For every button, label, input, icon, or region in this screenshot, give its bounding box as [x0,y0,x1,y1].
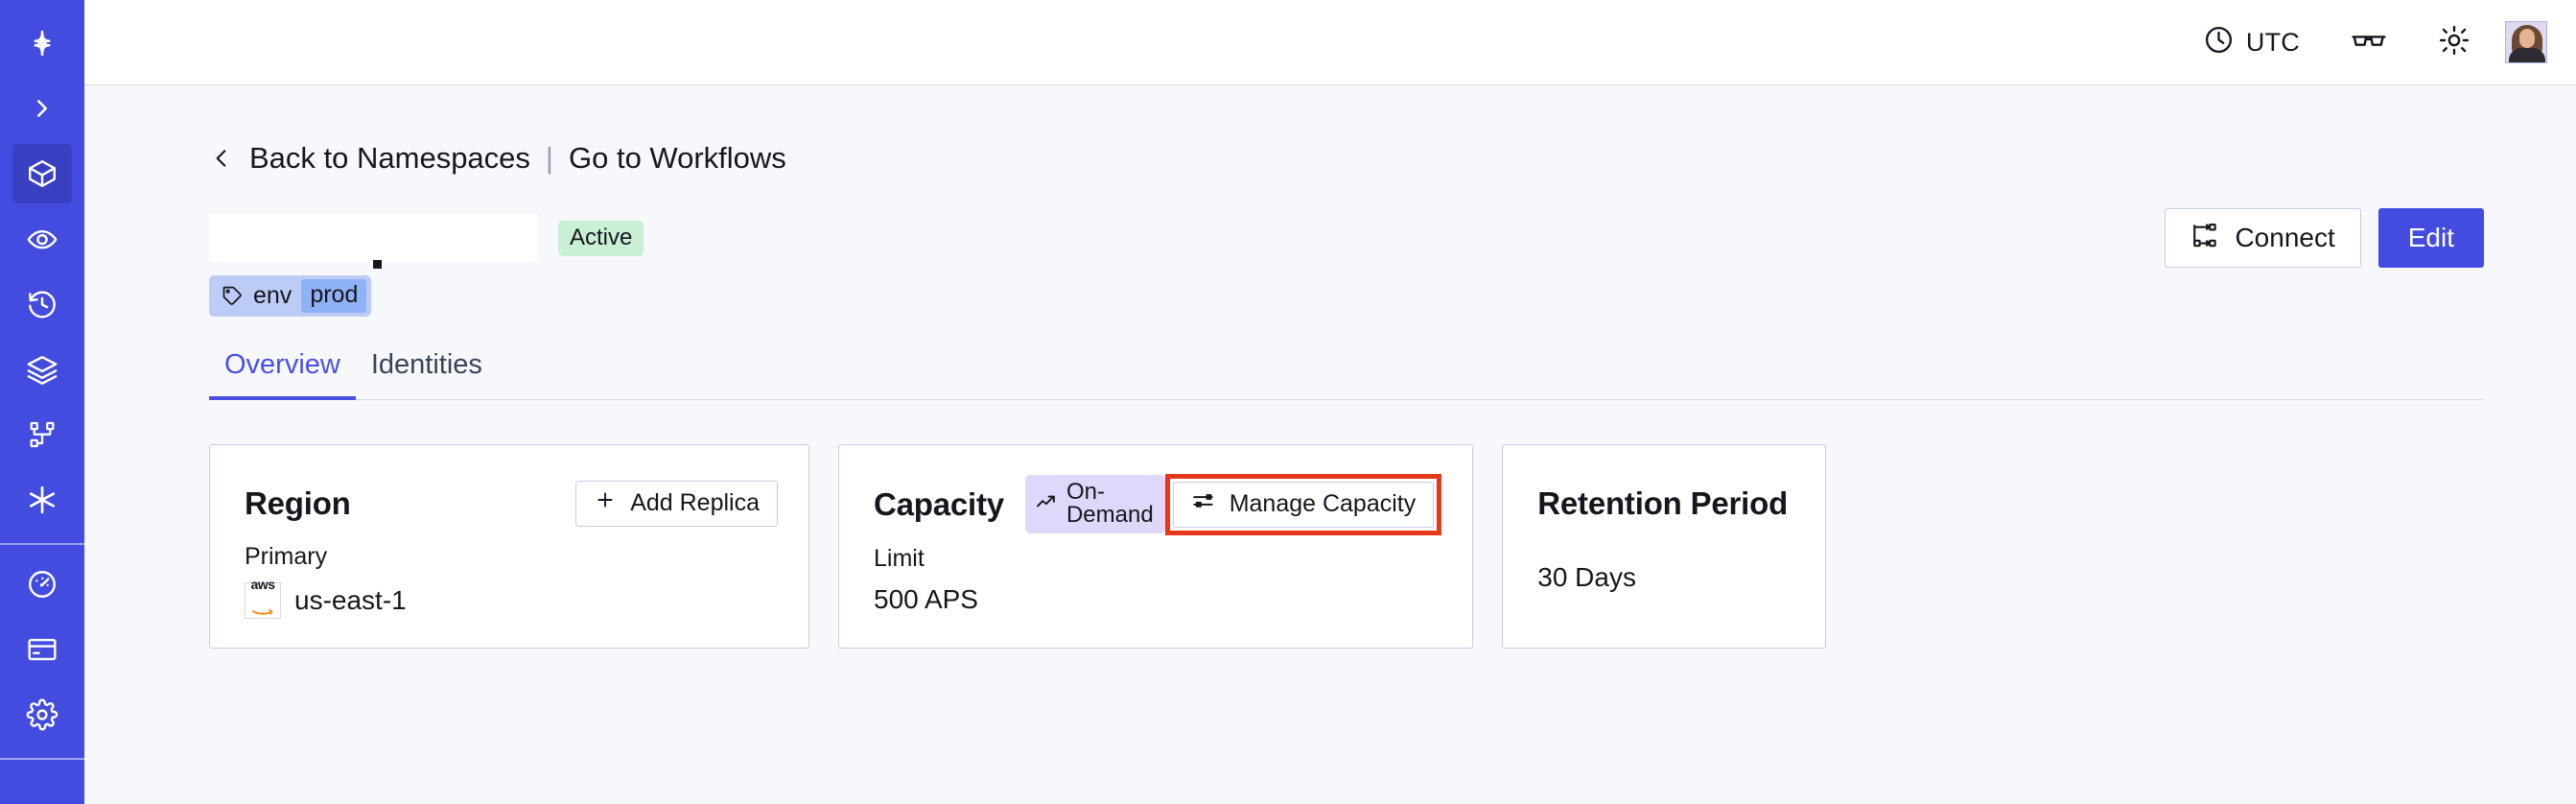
page-title-row: Active [209,208,2484,269]
tab-bar: Overview Identities [209,349,2484,400]
capacity-card-header: Capacity On-Demand [874,473,1442,535]
region-sublabel: Primary [245,542,328,570]
title-redaction-mark [373,260,382,269]
aws-logo-icon: aws [245,578,281,619]
sidebar-divider-bottom [0,758,84,760]
capacity-card-title: Capacity [874,485,1004,522]
sidebar-item-workflows[interactable] [12,405,72,464]
tab-overview[interactable]: Overview [209,349,356,400]
page-title [209,214,537,269]
manage-capacity-button[interactable]: Manage Capacity [1172,481,1435,528]
avatar-body [2509,48,2545,62]
region-value-row: aws us-east-1 [245,578,778,619]
breadcrumb: Back to Namespaces | Go to Workflows [209,141,2484,176]
add-replica-label: Add Replica [630,489,760,516]
edit-button-label: Edit [2407,223,2454,252]
on-demand-label: On-Demand [1066,479,1154,528]
breadcrumb-divider: | [545,141,553,175]
namespace-tag[interactable]: env prod [209,275,372,317]
retention-card: Retention Period 30 Days [1502,443,1827,649]
chevron-right-icon [28,94,57,123]
page-actions: Connect Edit [2165,208,2484,268]
connect-nodes-icon [2190,221,2219,256]
layers-icon [26,353,59,386]
breadcrumb-back-link[interactable]: Back to Namespaces [249,141,530,175]
sidebar-item-namespaces[interactable] [12,144,72,203]
glasses-icon [2350,21,2388,64]
breadcrumb-workflows-link[interactable]: Go to Workflows [568,141,786,175]
theme-toggle-button[interactable] [2413,13,2495,71]
plus-icon [594,488,617,518]
page-content: Back to Namespaces | Go to Workflows Act… [84,85,2576,804]
sidebar-item-layers[interactable] [12,340,72,399]
compass-star-logo-icon [24,25,60,61]
tag-icon [221,284,244,307]
eye-icon [26,223,59,255]
capacity-value: 500 APS [874,583,978,614]
region-card-title: Region [245,485,351,521]
connect-button[interactable]: Connect [2165,208,2361,268]
sidebar-item-billing[interactable] [12,620,72,679]
aws-logo-text: aws [250,577,275,592]
sun-icon [2438,24,2471,61]
overview-cards: Region Add Replica [209,443,2484,649]
aws-swoosh [251,592,274,623]
chevron-left-icon[interactable] [209,144,234,173]
add-replica-button[interactable]: Add Replica [575,480,778,527]
sliders-icon [1191,488,1216,520]
main-area: UTC [84,0,2576,804]
trend-up-icon [1035,490,1058,518]
primary-sidebar [0,0,84,804]
sidebar-item-expand-sidebar[interactable] [12,79,72,138]
app-logo[interactable] [12,13,72,73]
on-demand-badge: On-Demand [1024,475,1165,533]
add-replica-action: Add Replica [575,480,778,527]
retention-value: 30 Days [1537,561,1636,592]
cube-icon [26,157,59,190]
retention-card-header: Retention Period [1537,474,1794,533]
region-value: us-east-1 [294,584,407,615]
tab-identities[interactable]: Identities [370,348,482,380]
reading-mode-button[interactable] [2325,13,2413,71]
tag-key: env [253,281,293,309]
credit-card-icon [26,633,59,666]
gear-icon [26,698,59,731]
timezone-label: UTC [2245,27,2300,57]
status-badge: Active [558,220,644,256]
retention-card-title: Retention Period [1537,485,1789,521]
sidebar-item-nexus[interactable] [12,470,72,530]
sidebar-divider-top [0,543,84,545]
manage-capacity-highlight: Manage Capacity [1164,473,1442,535]
tag-row: env prod [209,275,2484,317]
sidebar-item-usage[interactable] [12,555,72,614]
capacity-card: Capacity On-Demand [838,443,1474,649]
connect-button-label: Connect [2235,223,2335,252]
sidebar-item-settings[interactable] [12,685,72,745]
clock-icon [2203,24,2235,60]
capacity-sublabel: Limit [874,544,925,572]
gauge-icon [26,568,59,601]
manage-capacity-label: Manage Capacity [1229,490,1417,517]
avatar-face [2519,29,2535,48]
timezone-selector[interactable]: UTC [2178,13,2325,71]
clock-history-icon [26,288,59,320]
user-avatar[interactable] [2505,21,2547,63]
tag-value: prod [301,279,367,313]
asterisk-icon [25,483,59,517]
git-branch-icon [27,419,58,450]
edit-button[interactable]: Edit [2377,208,2484,268]
region-card: Region Add Replica [209,443,809,649]
sidebar-item-observability[interactable] [12,209,72,269]
region-card-header: Region Add Replica [245,474,778,533]
top-bar: UTC [84,0,2576,85]
sidebar-item-schedules[interactable] [12,274,72,334]
manage-capacity-action: Manage Capacity [1164,473,1442,535]
